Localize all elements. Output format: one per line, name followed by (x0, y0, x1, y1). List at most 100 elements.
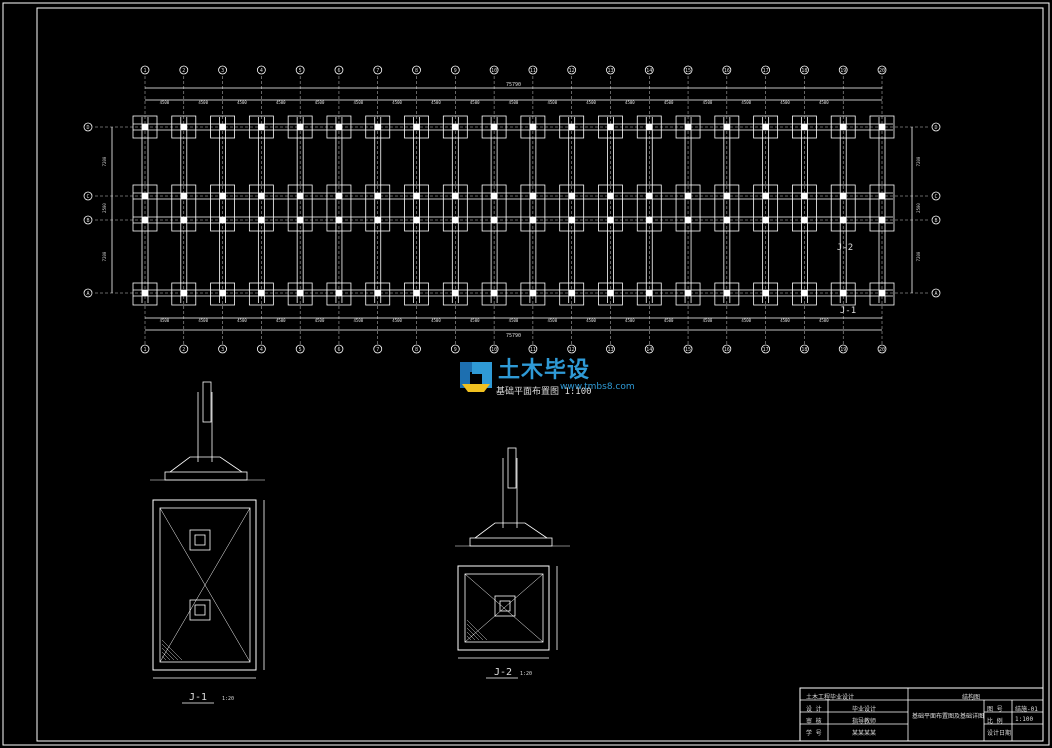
column-3-2 (219, 217, 226, 223)
axis-bottom-1-text: 1 (143, 347, 146, 353)
dim-left-2: 2500 (102, 203, 107, 213)
column-19-0 (840, 124, 847, 130)
axis-top-1-text: 1 (143, 68, 146, 74)
axis-bottom-11-text: 11 (530, 347, 536, 353)
footing-BC-18 (792, 184, 817, 232)
dim-bottom-bay-5: 4500 (315, 318, 325, 323)
dim-bottom-bay-18: 4500 (819, 318, 829, 323)
tb-row-1-val: 毕业设计 (852, 706, 877, 713)
footing-D-16 (714, 115, 740, 139)
hatch-1-3 (161, 647, 175, 661)
axis-bottom-13-circle (606, 344, 615, 354)
axis-bottom-19-text: 19 (840, 347, 846, 353)
column-20-1 (879, 193, 885, 199)
row-right-B-text: B (934, 218, 937, 224)
dim-bottom-bay-4: 4500 (276, 318, 286, 323)
column-7-1 (374, 193, 381, 199)
tb-right-1-key: 图 号 (987, 706, 1003, 713)
footing-BC-5 (287, 184, 313, 232)
column-4-3 (258, 290, 265, 296)
axis-top-14-circle (644, 65, 654, 75)
tb-row-3-val: 某某某某 (852, 730, 877, 737)
detail-label-j2: J-2 (494, 667, 512, 678)
plan-diag-b-2 (464, 573, 544, 643)
row-left-C-circle (83, 191, 93, 201)
tb-right-3-key: 设计日期 (987, 730, 1012, 737)
column-2-0 (180, 124, 187, 130)
axis-top-4-text: 4 (260, 68, 263, 74)
hatch-2-4 (466, 623, 484, 641)
footing-D-8 (404, 115, 429, 139)
footing-A-18 (792, 282, 817, 306)
footing-plan-outer-1 (152, 499, 257, 671)
axis-bottom-20-circle (877, 344, 887, 354)
row-right-C-circle (931, 191, 941, 201)
footing-plan-inner-2 (464, 573, 544, 643)
watermark-url: www.tmbs8.com (560, 382, 635, 392)
axis-bottom-15-circle (683, 344, 693, 354)
dim-bottom-bay-1: 4500 (160, 318, 170, 323)
axis-bottom-5-text: 5 (299, 347, 302, 353)
axis-top-1-circle (140, 65, 150, 75)
tb-drawing-title: 基础平面布置图及基础详图 (912, 713, 985, 720)
dim-right-1: 7200 (916, 156, 921, 166)
axis-bottom-20-text: 20 (879, 347, 885, 353)
axis-top-7-text: 7 (376, 68, 379, 74)
axis-top-12-text: 12 (569, 68, 575, 74)
row-left-A-text: A (86, 291, 89, 297)
axis-bottom-16-circle (722, 344, 732, 354)
dim-bottom-bay-12: 4500 (586, 318, 596, 323)
column-9-0 (452, 124, 459, 130)
tb-row-3-key: 学 号 (806, 730, 822, 737)
row-left-D-text: D (86, 125, 89, 131)
plan-mark-j1: J-1 (840, 306, 856, 316)
plan-scale: 1:100 (564, 387, 592, 397)
axis-bottom-10-text: 10 (491, 347, 497, 353)
row-left-C-text: C (86, 194, 89, 200)
row-right-D-circle (931, 122, 941, 132)
column-12-1 (568, 193, 575, 199)
footing-D-17 (753, 115, 779, 139)
dim-right-2: 2500 (916, 203, 921, 213)
dim-top-bay-12: 4500 (586, 100, 596, 105)
col-core-1-0 (194, 534, 206, 546)
footing-D-13 (598, 115, 623, 139)
dim-top-bay-11: 4500 (547, 100, 557, 105)
footing-D-4 (248, 115, 274, 139)
watermark-logo (460, 362, 492, 392)
tb-right-2-val: 1:100 (1015, 716, 1034, 723)
footing-BC-15 (675, 184, 701, 232)
column-8-3 (413, 290, 420, 296)
hatch-1-4 (161, 643, 179, 661)
axis-top-6-text: 6 (337, 68, 340, 74)
column-8-0 (413, 124, 420, 130)
plan-mark-j2: J-2 (837, 243, 853, 253)
column-16-0 (723, 124, 730, 130)
footing-A-19 (830, 282, 856, 306)
hatch-2-2 (466, 631, 476, 641)
axis-bottom-11-circle (528, 344, 538, 354)
column-10-2 (491, 217, 498, 223)
column-14-2 (646, 217, 653, 223)
axis-top-9-circle (450, 65, 460, 75)
footing-D-12 (559, 115, 585, 139)
column-6-1 (335, 193, 342, 199)
axis-bottom-6-text: 6 (337, 347, 340, 353)
column-16-3 (723, 290, 730, 296)
dim-top-bay-14: 4500 (664, 100, 674, 105)
dim-bottom-total-text: 75790 (506, 333, 521, 339)
axis-top-20-circle (877, 65, 887, 75)
column-1-1 (142, 193, 148, 199)
dim-bottom-bay-16: 4500 (741, 318, 751, 323)
dim-bottom-bay-2: 4500 (198, 318, 208, 323)
row-left-B-text: B (86, 218, 89, 224)
row-right-D-text: D (934, 125, 937, 131)
axis-bottom-3-circle (218, 344, 227, 354)
column-1-2 (142, 217, 148, 223)
axis-bottom-7-text: 7 (376, 347, 379, 353)
axis-top-13-text: 13 (607, 68, 613, 74)
column-9-2 (452, 217, 459, 223)
footing-D-2 (171, 115, 197, 139)
dim-top-bay-18: 4500 (819, 100, 829, 105)
dim-top-bay-3: 4500 (237, 100, 247, 105)
